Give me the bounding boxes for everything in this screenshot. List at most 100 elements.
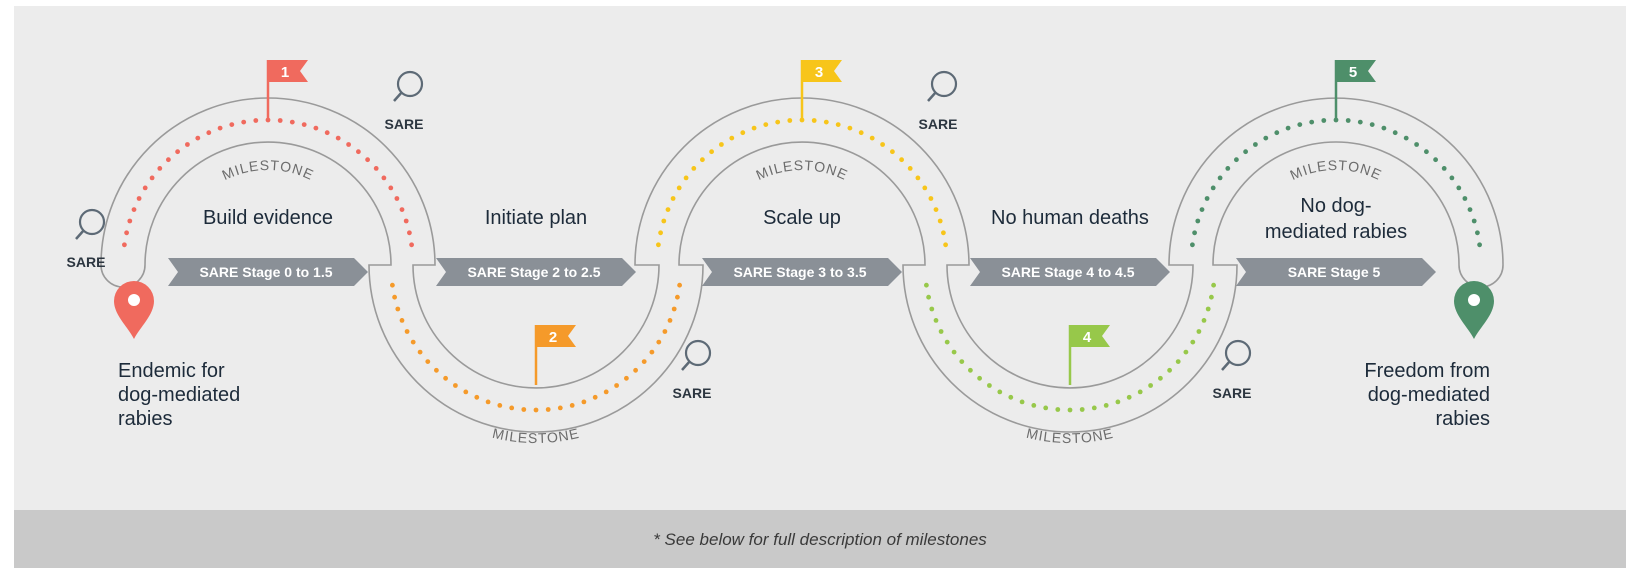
progress-dot (1091, 405, 1097, 411)
progress-dot (1201, 318, 1207, 323)
progress-dot (1008, 394, 1014, 400)
stage-arrow (970, 258, 1170, 286)
progress-dot (670, 196, 676, 201)
progress-dot (1137, 389, 1143, 395)
stage-label: SARE Stage 3 to 3.5 (733, 264, 866, 280)
progress-dot (1196, 329, 1202, 334)
progress-dot (166, 157, 171, 163)
sare-indicator: SARE (67, 208, 106, 270)
progress-dot (557, 405, 563, 411)
progress-dot (409, 242, 414, 248)
progress-dot (661, 218, 667, 224)
progress-dot (641, 359, 647, 364)
progress-dot (775, 119, 781, 125)
progress-dot (1115, 399, 1121, 405)
progress-dot (1195, 218, 1201, 224)
magnifier-handle (393, 91, 403, 102)
progress-dot (157, 166, 163, 171)
progress-dot (1079, 407, 1085, 412)
progress-dot (417, 349, 423, 355)
progress-dot (301, 122, 307, 127)
stage-label: SARE Stage 4 to 4.5 (1001, 264, 1134, 280)
sare-label: SARE (67, 254, 106, 270)
stage-arrow (1236, 258, 1436, 286)
progress-dot (1055, 407, 1061, 412)
end-label: Freedom from (1364, 360, 1490, 382)
progress-dot (581, 399, 587, 405)
track-line-inner (144, 141, 1460, 433)
sare-indicator: SARE (919, 70, 958, 132)
progress-dot (1456, 185, 1462, 191)
progress-dot (959, 359, 965, 364)
progress-dot (880, 142, 885, 147)
progress-dot (1192, 230, 1197, 236)
milestone-label: MILESTONE (754, 157, 851, 183)
progress-dot (603, 389, 609, 395)
progress-dot (1148, 383, 1153, 388)
phase-title: No human deaths (991, 207, 1149, 229)
progress-dot (410, 339, 416, 345)
progress-dot (485, 399, 491, 405)
progress-dot (1403, 135, 1409, 141)
progress-dot (592, 394, 598, 400)
progress-dot (675, 294, 680, 300)
progress-dot (443, 375, 448, 381)
progress-dot (943, 242, 948, 248)
flag-banner (1336, 60, 1376, 82)
progress-dot (474, 394, 480, 400)
flag-number: 1 (281, 64, 289, 81)
flag-banner (1070, 325, 1110, 347)
stage-label: SARE Stage 5 (1288, 264, 1381, 280)
magnifier-icon (78, 208, 106, 236)
progress-dot (858, 130, 864, 136)
progress-dot (1190, 242, 1195, 248)
progress-dot (131, 207, 137, 213)
progress-dot (1297, 122, 1303, 127)
progress-dot (1477, 242, 1482, 248)
pin-dot (128, 294, 140, 306)
progress-dot (1381, 125, 1387, 131)
progress-dot (1309, 119, 1315, 125)
progress-dot (938, 329, 944, 334)
flag-banner (802, 60, 842, 82)
milestone-label: MILESTONE (491, 425, 581, 446)
progress-dot (206, 130, 212, 136)
end-label: rabies (1436, 408, 1490, 430)
progress-dot (811, 118, 817, 123)
progress-dot (1204, 196, 1210, 201)
progress-dot (1414, 142, 1419, 147)
progress-dot (665, 207, 671, 213)
milestone-label: MILESTONE (220, 157, 317, 183)
sare-label: SARE (919, 116, 958, 132)
progress-dot (253, 118, 259, 123)
progress-dot (740, 130, 746, 136)
milestone-flag-4: 4 (1068, 325, 1110, 385)
progress-dot (394, 196, 400, 201)
progress-dot (1243, 149, 1248, 155)
progress-dot (1210, 185, 1216, 191)
progress-dot (1345, 118, 1351, 123)
location-pin-icon (1454, 281, 1494, 339)
progress-dot (381, 175, 387, 181)
progress-dot (425, 359, 431, 364)
progress-dot (671, 306, 677, 312)
magnifier-icon (1224, 339, 1252, 367)
stage-arrow (436, 258, 636, 286)
progress-dot (463, 389, 469, 395)
progress-dot (751, 125, 757, 131)
progress-dot (1211, 282, 1216, 288)
progress-dot (899, 157, 904, 163)
milestone-flag-3: 3 (800, 60, 842, 120)
progress-dot (1433, 157, 1438, 163)
progress-dot (569, 403, 575, 408)
progress-dot (926, 294, 931, 300)
progress-dot (136, 196, 142, 201)
start-label: Endemic for (118, 360, 225, 382)
progress-dot (392, 294, 397, 300)
progress-dot (924, 282, 929, 288)
progress-dot (933, 207, 939, 213)
progress-dot (937, 218, 943, 224)
